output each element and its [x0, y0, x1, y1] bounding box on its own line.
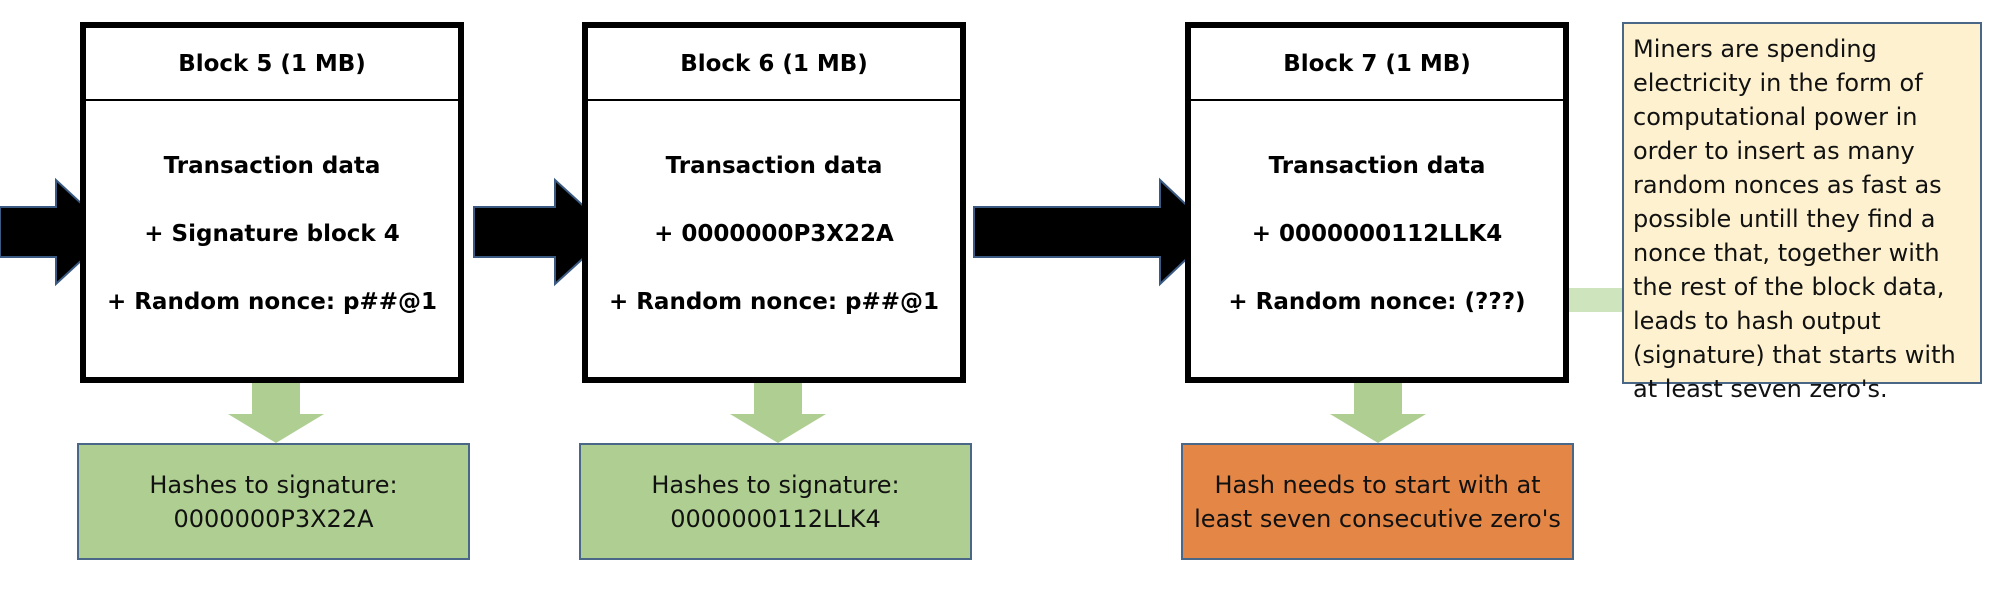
block-6-title: Block 6 (1 MB) [588, 28, 960, 101]
hash-box-block-7: Hash needs to start with at least seven … [1181, 443, 1574, 560]
hash-box-block-6-line1: Hashes to signature: [651, 470, 900, 499]
block-6-nonce: + Random nonce: p##@1 [608, 289, 940, 315]
block-7-nonce: + Random nonce: (???) [1228, 289, 1526, 315]
block-7-signature: + 0000000112LLK4 [1251, 221, 1503, 247]
block-5-nonce: + Random nonce: p##@1 [106, 289, 438, 315]
block-5-transaction-data: Transaction data [163, 153, 381, 179]
hash-box-block-5-line2: 0000000P3X22A [173, 504, 374, 533]
hash-box-block-6-line2: 0000000112LLK4 [670, 504, 881, 533]
block-6: Block 6 (1 MB) Transaction data + 000000… [582, 22, 966, 383]
hash-box-block-5: Hashes to signature: 0000000P3X22A [77, 443, 470, 560]
block-5-signature: + Signature block 4 [144, 221, 400, 247]
hash-box-block-6: Hashes to signature: 0000000112LLK4 [579, 443, 972, 560]
block-5: Block 5 (1 MB) Transaction data + Signat… [80, 22, 464, 383]
mining-note-text: Miners are spending electricity in the f… [1633, 35, 1956, 403]
block-5-title: Block 5 (1 MB) [86, 28, 458, 101]
mining-note: Miners are spending electricity in the f… [1622, 22, 1982, 403]
block-7-transaction-data: Transaction data [1268, 153, 1486, 179]
chain-arrow-block-6-to-7 [973, 177, 1217, 287]
block-7: Block 7 (1 MB) Transaction data + 000000… [1185, 22, 1569, 383]
hash-box-block-7-line1: Hash needs to start with at [1214, 470, 1541, 499]
block-7-title: Block 7 (1 MB) [1191, 28, 1563, 101]
block-6-signature: + 0000000P3X22A [654, 221, 894, 247]
hash-box-block-7-line2: least seven consecutive zero's [1194, 504, 1561, 533]
block-6-transaction-data: Transaction data [665, 153, 883, 179]
hash-box-block-5-line1: Hashes to signature: [149, 470, 398, 499]
